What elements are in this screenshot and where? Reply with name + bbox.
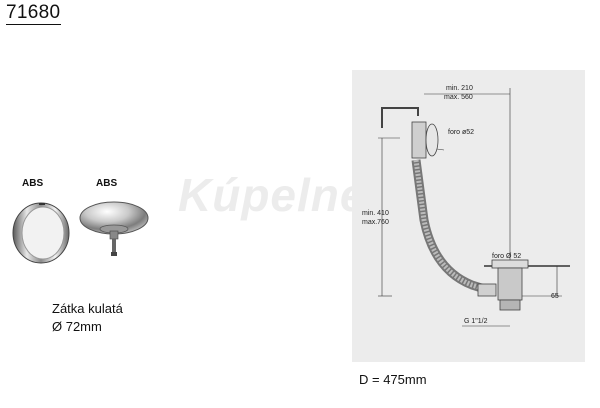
dim-top-min: min. 210 — [446, 85, 473, 92]
dim-side-max: max.760 — [362, 219, 389, 226]
technical-diagram: min. 210 max. 560 foro ø52 min. 410 max.… — [352, 70, 585, 362]
product-code: 71680 — [6, 2, 62, 25]
watermark: Kúpelne — [178, 169, 367, 221]
material-label-cap: ABS — [96, 178, 118, 189]
height-label: 65 — [551, 293, 559, 300]
length-label: D = 475mm — [359, 372, 427, 387]
stopper-ring-image — [12, 202, 70, 264]
thread-label: G 1"1/2 — [464, 318, 488, 325]
hole-bottom-label: foro Ø 52 — [492, 253, 521, 260]
hole-top-label: foro ø52 — [448, 129, 474, 136]
drain-schematic: min. 210 max. 560 foro ø52 min. 410 max.… — [362, 85, 570, 327]
stopper-cap-image — [79, 201, 149, 256]
stopper-diameter: Ø 72mm — [52, 319, 102, 334]
material-label-ring: ABS — [22, 178, 44, 189]
dim-top-max: max. 560 — [444, 94, 473, 101]
stopper-name: Zátka kulatá — [52, 301, 123, 316]
dim-side-min: min. 410 — [362, 210, 389, 217]
